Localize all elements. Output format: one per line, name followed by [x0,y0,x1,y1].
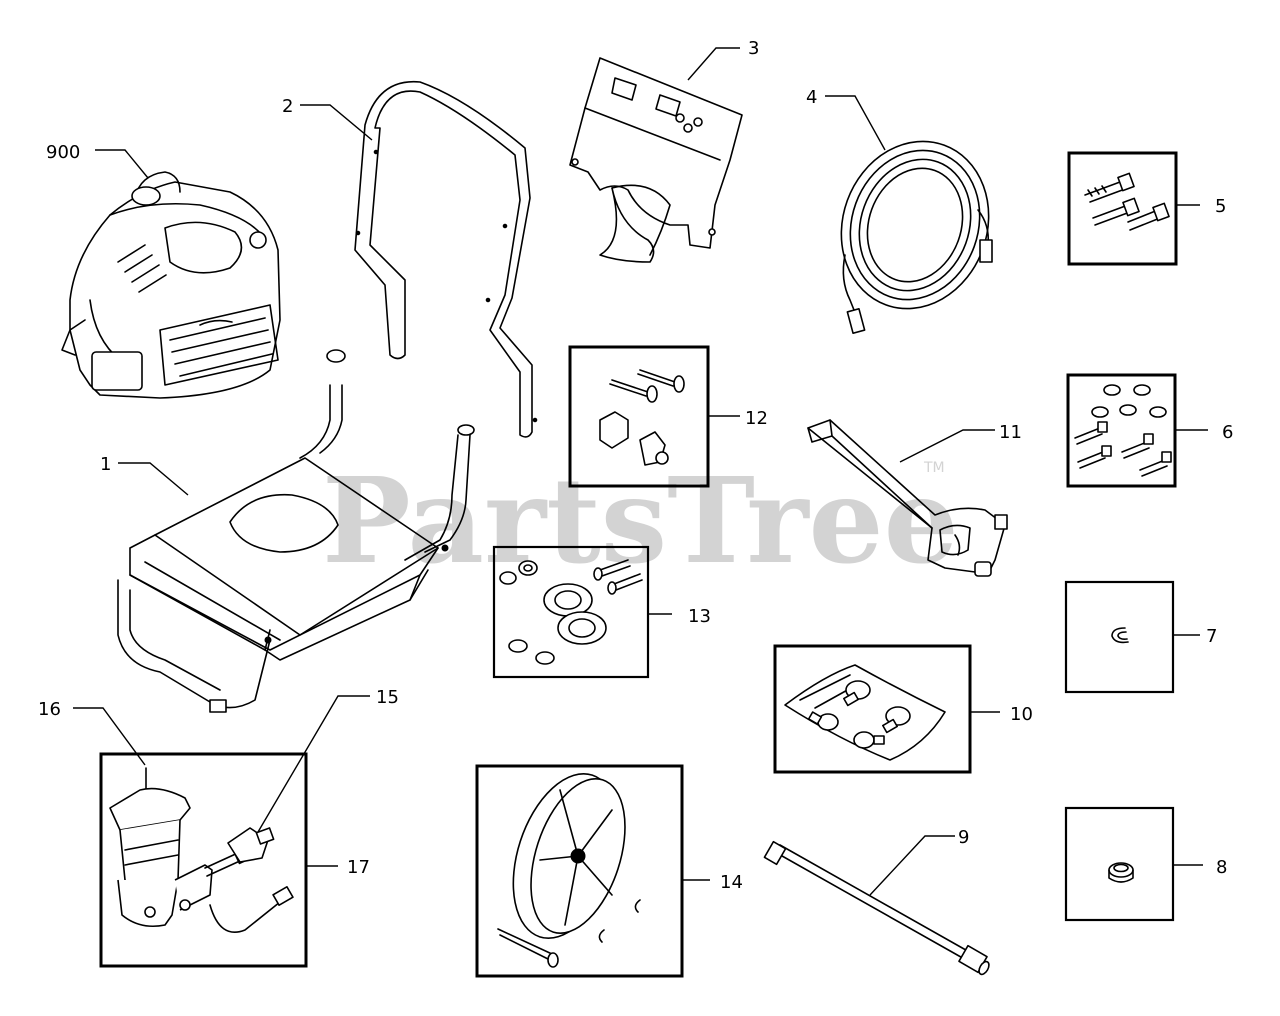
part-5-screws[interactable] [1067,151,1200,266]
callout-10: 10 [1010,704,1033,725]
part-8-plug[interactable] [1064,806,1203,922]
callout-7: 7 [1206,626,1217,647]
part-13-wheel-hardware[interactable] [492,545,672,679]
svg-text:1: 1 [100,454,111,475]
callout-900: 900 [46,142,149,179]
callout-12: 12 [745,408,768,429]
callout-3: 3 [687,38,759,81]
callout-1: 1 [100,454,189,496]
part-9-lance[interactable] [763,840,991,976]
part-3-bracket[interactable] [569,57,743,263]
svg-text:14: 14 [720,872,743,893]
part-1-frame[interactable] [117,349,475,713]
part-12-hardware[interactable] [568,345,740,488]
svg-text:16: 16 [38,699,61,720]
part-7-clip[interactable] [1064,580,1200,694]
part-2-handle[interactable] [354,80,538,438]
callout-15: 15 [257,687,399,833]
svg-text:11: 11 [999,422,1022,443]
callout-14: 14 [720,872,743,893]
callout-8: 8 [1216,857,1227,878]
watermark-tm: TM [923,460,945,476]
part-10-nozzle-kit[interactable] [773,644,1000,774]
svg-text:900: 900 [46,142,80,163]
svg-text:4: 4 [806,87,817,108]
svg-text:7: 7 [1206,626,1217,647]
callout-11: 11 [899,422,1022,463]
svg-text:13: 13 [688,606,711,627]
callout-5: 5 [1215,196,1226,217]
svg-text:8: 8 [1216,857,1227,878]
svg-text:3: 3 [748,38,759,59]
svg-text:9: 9 [958,827,969,848]
part-900-engine[interactable] [61,171,281,399]
part-14-wheel[interactable] [475,760,710,978]
callout-4: 4 [806,87,886,151]
callout-6: 6 [1222,422,1233,443]
part-11-spray-gun[interactable] [807,419,1008,577]
watermark-text: PartsTree [322,451,959,590]
part-4-hose[interactable] [818,121,1011,334]
svg-text:15: 15 [376,687,399,708]
callout-2: 2 [282,96,373,141]
svg-text:17: 17 [347,857,370,878]
svg-text:6: 6 [1222,422,1233,443]
callout-17: 17 [347,857,370,878]
svg-text:5: 5 [1215,196,1226,217]
svg-text:2: 2 [282,96,293,117]
callout-9: 9 [869,827,969,896]
callout-13: 13 [688,606,711,627]
watermark: PartsTree TM [322,451,959,590]
part-17-pump-assembly[interactable] [99,752,338,968]
part-6-bolts-washers[interactable] [1066,373,1208,488]
svg-text:12: 12 [745,408,768,429]
svg-text:10: 10 [1010,704,1033,725]
callout-16: 16 [38,699,146,766]
